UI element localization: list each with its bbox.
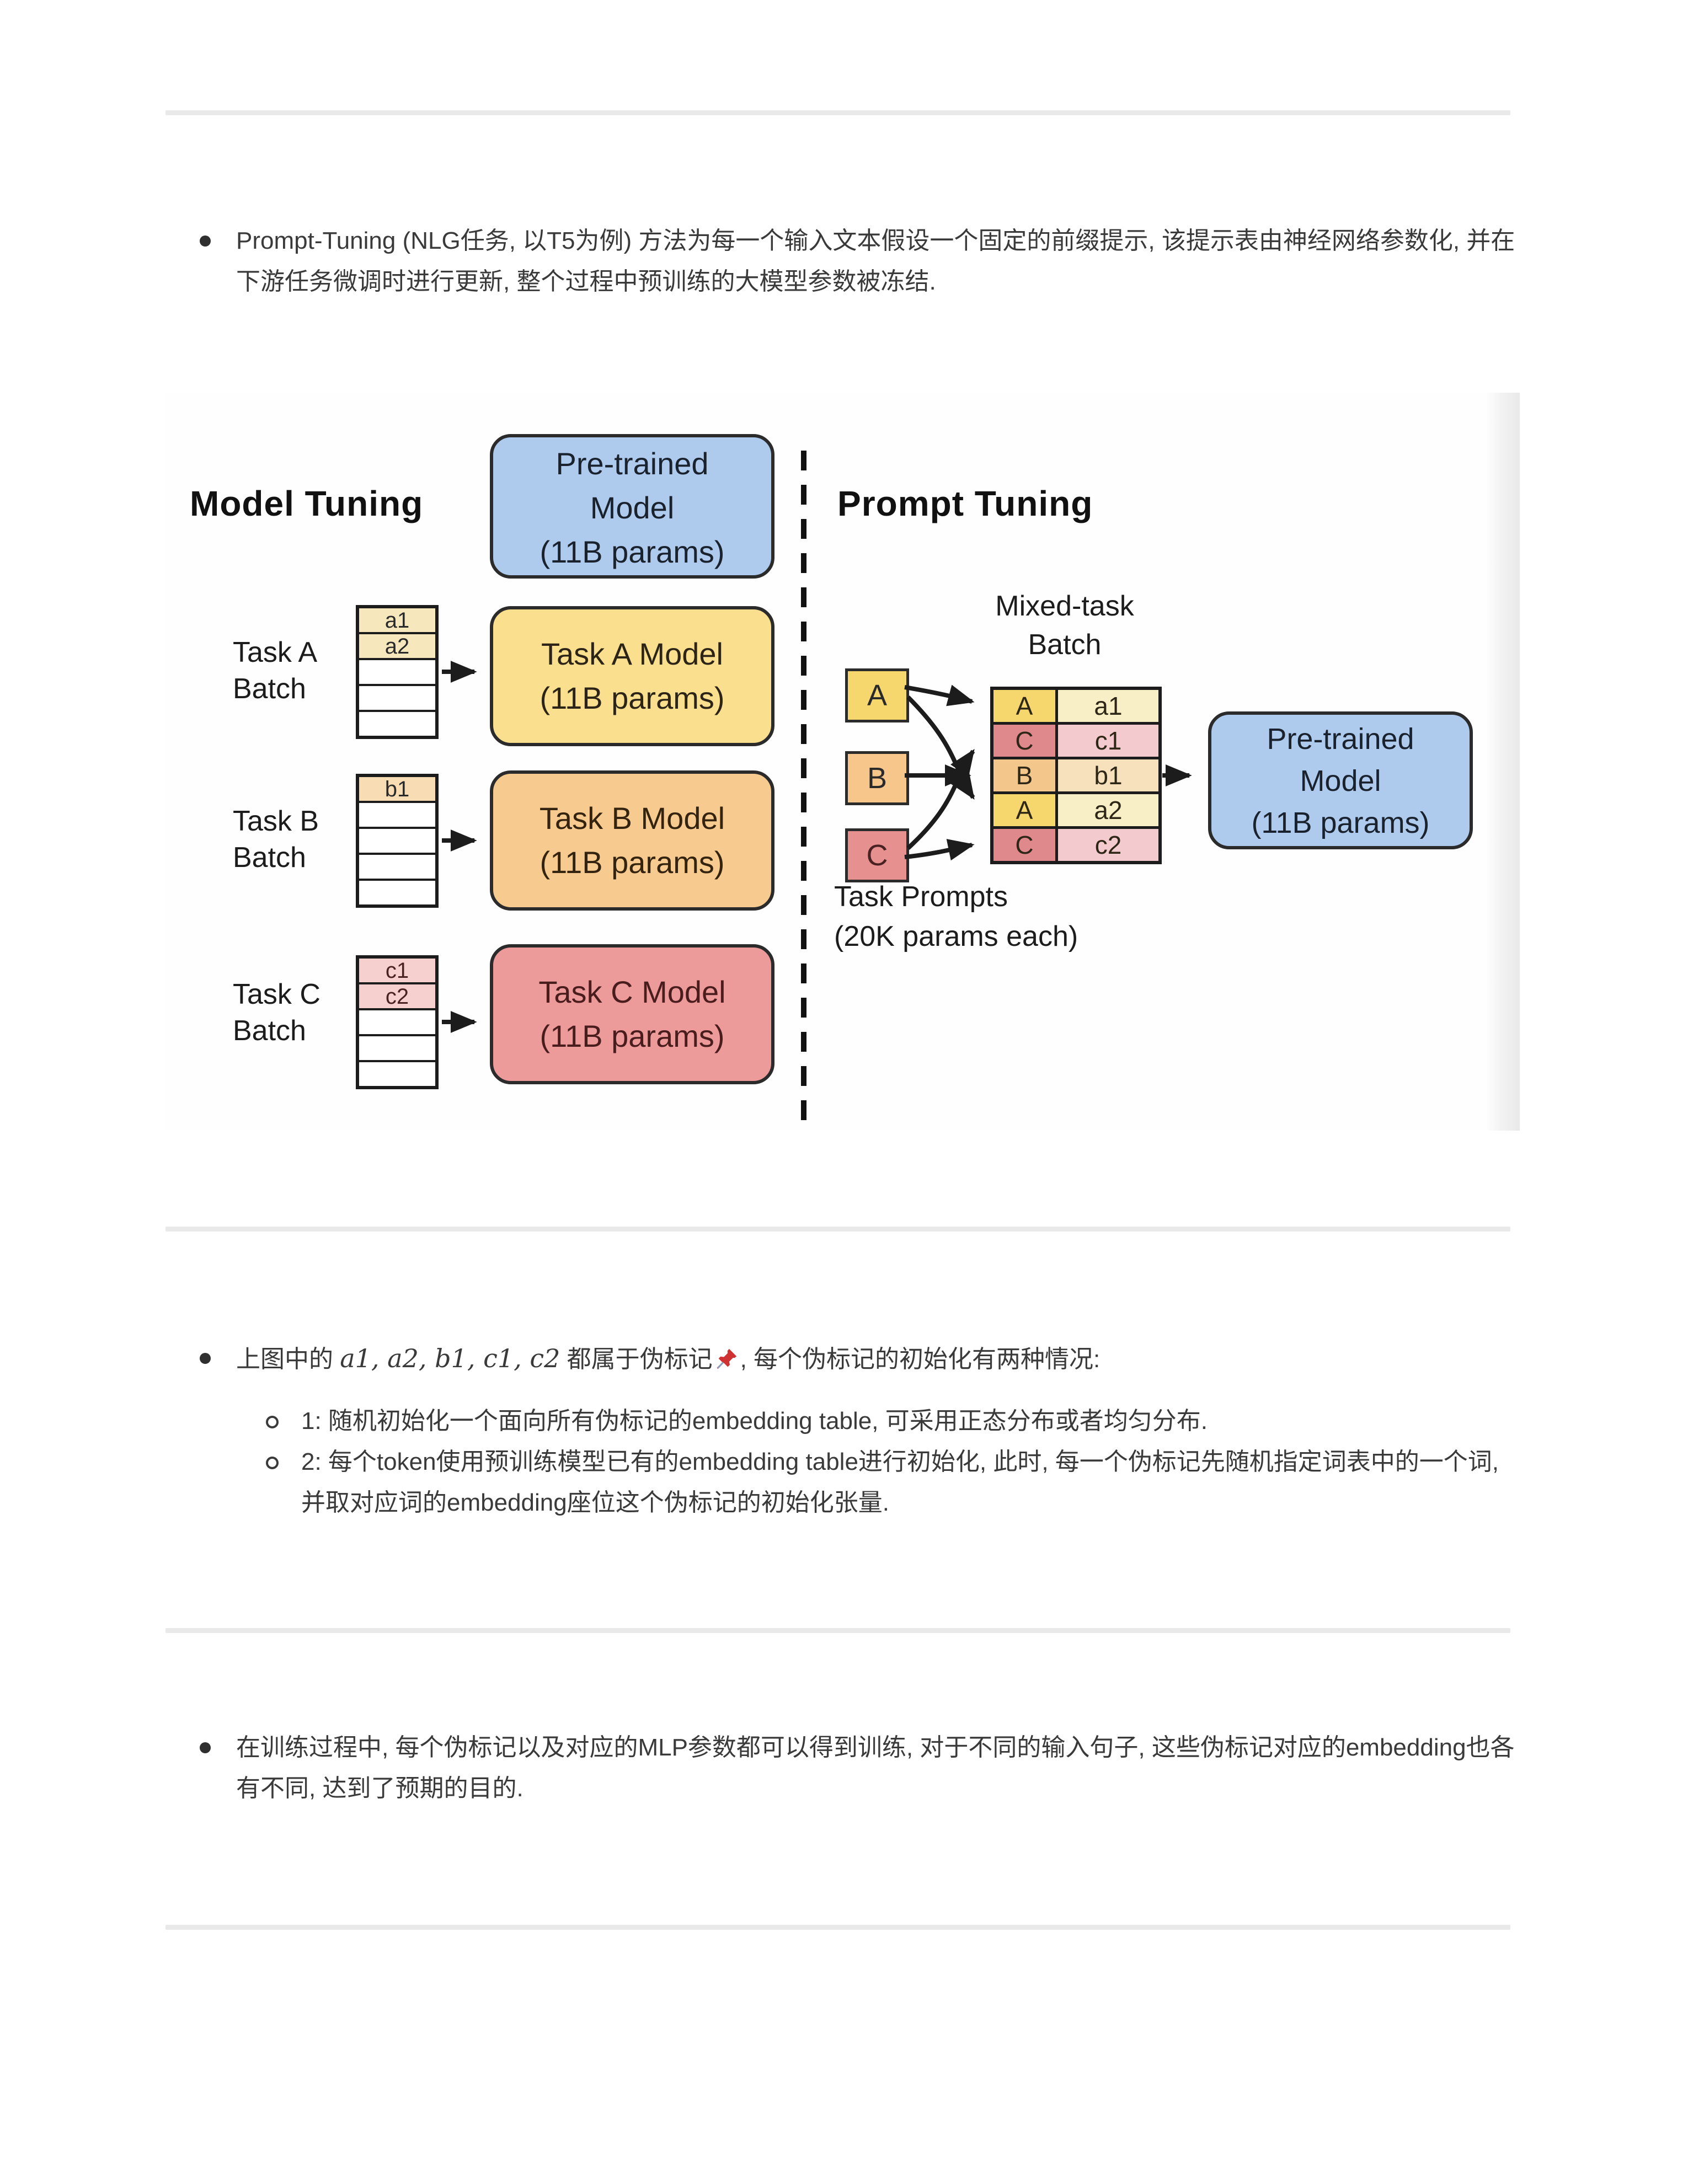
label-line: Batch [1028,629,1102,661]
task-b-model-box: Task B Model (11B params) [490,770,774,911]
sub-bullet-text: 2: 每个token使用预训练模型已有的embedding table进行初始化… [301,1448,1499,1516]
bullet-text: Prompt-Tuning (NLG任务, 以T5为例) 方法为每一个输入文本假… [236,227,1515,295]
batch-row-empty [359,1010,435,1036]
pretrained-model-box-right: Pre-trained Model (11B params) [1208,711,1473,849]
batch-row: a2 [359,634,435,660]
prompt-box-a: A [845,668,909,722]
label-line: Mixed-task [995,590,1134,622]
label-line: Batch [233,842,306,874]
batch-row: a1 [359,608,435,634]
bullet-marker [200,1353,211,1364]
batch-row-empty [359,803,435,829]
box-line: (11B params) [539,1019,725,1053]
box-line: (11B params) [1251,806,1430,839]
item-cell: c1 [1055,722,1162,759]
box-line: Task B Model [539,801,725,836]
box-line: Pre-trained [1267,722,1414,756]
prompt-box-b: B [845,751,909,805]
figure-title-model-tuning: Model Tuning [190,484,424,523]
bullet-text-prefix: 上图中的 [236,1346,340,1373]
item-cell: b1 [1055,757,1162,794]
batch-row-empty [359,660,435,686]
mixed-task-batch-table: A a1 C c1 B b1 A a2 C c2 [990,687,1162,864]
batch-row: c2 [359,984,435,1010]
task-a-model-box: Task A Model (11B params) [490,606,774,746]
sub-bullet-init-pretrained: 2: 每个token使用预训练模型已有的embedding table进行初始化… [266,1442,1528,1523]
bullet-marker [200,235,211,247]
item-cell: c2 [1055,826,1162,864]
bullet-text-tail: , 每个伪标记的初始化有两种情况: [740,1346,1101,1373]
pretrained-model-box-left: Pre-trained Model (11B params) [490,434,774,579]
table-row: B b1 [990,757,1162,794]
task-a-batch-label: Task A Batch [233,634,317,707]
bullet-item-prompt-tuning-intro: Prompt-Tuning (NLG任务, 以T5为例) 方法为每一个输入文本假… [200,221,1527,302]
bullet-item-training-note: 在训练过程中, 每个伪标记以及对应的MLP参数都可以得到训练, 对于不同的输入句… [200,1727,1527,1809]
bullet-marker [200,1742,211,1753]
task-cell: C [990,826,1058,864]
label-line: Task Prompts [834,881,1008,913]
batch-row-empty [359,829,435,855]
section-divider [165,1227,1510,1232]
label-line: Batch [233,1015,306,1047]
task-c-model-box: Task C Model (11B params) [490,944,774,1084]
task-b-batch-label: Task B Batch [233,803,319,876]
task-c-batch-label: Task C Batch [233,976,320,1049]
task-a-batch-stack: a1 a2 [356,605,439,739]
label-line: Task C [233,978,320,1010]
dashed-separator [801,451,806,1122]
bullet-text: 在训练过程中, 每个伪标记以及对应的MLP参数都可以得到训练, 对于不同的输入句… [236,1734,1515,1802]
figure-title-prompt-tuning: Prompt Tuning [837,484,1093,523]
batch-row-empty [359,1036,435,1062]
section-divider [165,110,1510,115]
box-line: (11B params) [539,845,725,880]
table-row: C c1 [990,722,1162,759]
task-b-batch-stack: b1 [356,774,439,908]
figure-arrows [442,661,1192,1033]
item-cell: a2 [1055,791,1162,829]
label-line: (20K params each) [834,920,1078,952]
task-prompts-label: Task Prompts (20K params each) [834,877,1078,956]
sub-bullet-marker [266,1416,279,1428]
task-c-batch-stack: c1 c2 [356,955,439,1089]
pushpin-icon [717,1348,736,1369]
prompt-box-c: C [845,828,909,882]
bullet-text-mid: 都属于伪标记 [560,1346,713,1373]
figure-edge-strip [1485,393,1520,1131]
table-row: A a2 [990,791,1162,829]
sub-bullet-text: 1: 随机初始化一个面向所有伪标记的embedding table, 可采用正态… [301,1407,1208,1434]
table-row: A a1 [990,687,1162,725]
batch-row: b1 [359,777,435,803]
sub-bullet-init-random: 1: 随机初始化一个面向所有伪标记的embedding table, 可采用正态… [266,1401,1528,1442]
box-line: (11B params) [539,534,725,569]
section-divider [165,1925,1510,1930]
item-cell: a1 [1055,687,1162,725]
math-token-list: a1, a2, b1, c1, c2 [340,1343,560,1373]
box-line: Model [590,490,675,525]
box-line: (11B params) [539,681,725,715]
mixed-task-batch-label: Mixed-task Batch [954,587,1175,664]
table-row: C c2 [990,826,1162,864]
label-line: Task A [233,636,318,668]
sub-bullet-marker [266,1457,279,1469]
batch-row-empty [359,686,435,712]
bullet-item-pseudo-token: 上图中的 a1, a2, b1, c1, c2 都属于伪标记 , 每个伪标记的初始… [200,1338,1527,1380]
box-line: Model [1300,764,1381,797]
label-line: Task B [233,805,319,837]
section-divider [165,1628,1510,1633]
task-cell: A [990,687,1058,725]
batch-row: c1 [359,959,435,984]
label-line: Batch [233,673,306,705]
box-line: Task C Model [538,975,726,1009]
box-line: Pre-trained [555,446,709,481]
task-cell: A [990,791,1058,829]
batch-row-empty [359,855,435,881]
task-cell: C [990,722,1058,759]
model-vs-prompt-tuning-figure[interactable]: Model Tuning Pre-trained Model (11B para… [165,393,1520,1131]
task-cell: B [990,757,1058,794]
box-line: Task A Model [541,636,723,671]
